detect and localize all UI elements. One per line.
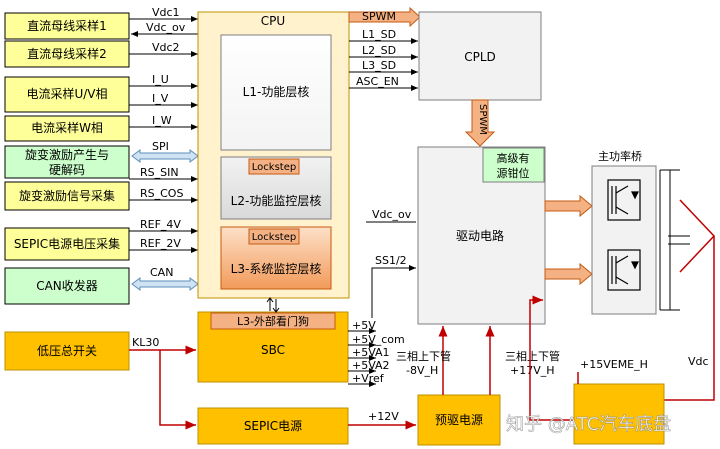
v12-line: +12V [348, 410, 416, 430]
resolver-excitation-line1: 旋变激励产生与 [25, 147, 109, 162]
driver-title: 驱动电路 [456, 228, 504, 243]
dc-bus-sample-2-label: 直流母线采样2 [27, 46, 107, 61]
neg-rail-line1: 三相上下管 [396, 349, 451, 363]
sbc-block: L3-外部看门狗 SBC [197, 311, 349, 383]
cpu-cpld-signals: SPWM L1_SD L2_SD L3_SD ASC_EN [348, 6, 421, 91]
pos-rail-line2: +17V_H [510, 364, 555, 377]
resolver-excitation-line2: 硬解码 [49, 163, 85, 177]
left-block-can: CAN收发器 [4, 267, 130, 305]
left-block-dc-bus-2: 直流母线采样2 [4, 40, 130, 68]
sepic-label: SEPIC电源 [244, 419, 302, 433]
pos-rail-line1: 三相上下管 [505, 349, 560, 363]
ref-2v-signal: REF_2V [140, 237, 181, 250]
left-block-resolver-excitation: 旋变激励产生与 硬解码 [4, 145, 130, 179]
kl30-lines: KL30 [129, 336, 196, 430]
watermark-text: 知乎 @ATC汽车底盘 [506, 414, 671, 435]
cpld-block: CPLD [418, 11, 542, 101]
ss-signal: SS1/2 [375, 254, 407, 267]
left-signal-labels: Vdc1 Vdc_ov Vdc2 I_U I_V I_W SPI RS_SIN … [140, 6, 186, 279]
cpu-block: CPU L1-功能层核 Lockstep L2-功能监控层核 Lockstep … [197, 11, 350, 299]
kl30-signal: KL30 [132, 336, 159, 349]
current-sample-uv-label: 电流采样U/V相 [26, 86, 107, 101]
v12-signal: +12V [368, 410, 399, 423]
lockstep-badge-2: Lockstep [252, 232, 296, 243]
external-watchdog-label: L3-外部看门狗 [237, 314, 309, 328]
driver-input-signals: Vdc_ov SS1/2 [366, 208, 416, 318]
ref-4v-signal: REF_4V [140, 218, 181, 231]
iu-signal: I_U [152, 73, 169, 86]
l2-sd-signal: L2_SD [362, 44, 396, 57]
dc-bus-sample-1-label: 直流母线采样1 [27, 18, 107, 33]
vdc-ov-signal: Vdc_ov [146, 21, 186, 34]
cpu-l2-core: L2-功能监控层核 [231, 194, 322, 208]
spwm-signal: SPWM [362, 10, 396, 23]
asc-en-signal: ASC_EN [356, 75, 399, 88]
cpu-l3-core: L3-系统监控层核 [231, 262, 322, 276]
can-transceiver-label: CAN收发器 [36, 278, 98, 293]
low-voltage-switch: 低压总开关 [4, 331, 130, 371]
vdc1-signal: Vdc1 [152, 6, 180, 19]
sbc-title: SBC [261, 343, 285, 357]
rail-lines: 三相上下管 -8V_H 三相上下管 +17V_H [396, 326, 560, 395]
left-block-sepic-voltage: SEPIC电源电压采集 [4, 227, 130, 261]
v15veme-signal: +15VEME_H [580, 358, 648, 371]
l3-sd-signal: L3_SD [362, 59, 396, 72]
watchdog-link [266, 297, 280, 313]
can-signal: CAN [150, 266, 173, 279]
pre-driver-block: 预驱电源 [417, 394, 501, 446]
watermark: 知乎 @ATC汽车底盘 [506, 414, 672, 436]
rs-cos-signal: RS_COS [140, 187, 183, 200]
driver-block: 高级有 源钳位 驱动电路 [417, 146, 546, 325]
out-5v: +5V [352, 319, 376, 332]
sbc-outputs [348, 328, 376, 387]
power-bridge: 主功率桥 [591, 149, 690, 315]
low-voltage-switch-label: 低压总开关 [37, 344, 97, 358]
left-block-dc-bus-1: 直流母线采样1 [4, 12, 130, 40]
vdc-feedback: Vdc [664, 199, 716, 401]
vdc2-signal: Vdc2 [152, 41, 180, 54]
out-vref: +Vref [352, 372, 385, 385]
out-5va1: +5VA1 [352, 346, 390, 359]
driver-vdc-ov-signal: Vdc_ov [372, 208, 412, 221]
left-block-current-uv: 电流采样U/V相 [4, 76, 130, 113]
neg-rail-line2: -8V_H [406, 364, 438, 377]
left-signal-lines [129, 16, 198, 253]
sepic-voltage-label: SEPIC电源电压采集 [14, 236, 120, 251]
cpld-label: CPLD [464, 50, 496, 64]
iw-signal: I_W [152, 114, 172, 127]
spwm-vertical-arrow: SPWM [464, 99, 496, 147]
active-clamp-line2: 源钳位 [497, 166, 530, 180]
gate-drive-arrows [544, 194, 593, 286]
lockstep-badge-1: Lockstep [252, 162, 296, 173]
spi-signal: SPI [152, 140, 169, 153]
l1-sd-signal: L1_SD [362, 28, 396, 41]
left-block-current-w: 电流采样W相 [4, 115, 130, 142]
active-clamp-line1: 高级有 [497, 151, 530, 165]
out-5v-com: +5V_com [352, 333, 405, 346]
left-block-resolver-signal: 旋变激励信号采集 [4, 181, 130, 211]
cpu-l1-core: L1-功能层核 [243, 85, 310, 99]
spwm-vertical-label: SPWM [477, 104, 488, 135]
out-5va2: +5VA2 [352, 359, 390, 372]
vdc-signal: Vdc [688, 355, 709, 368]
sbc-output-labels: +5V +5V_com +5VA1 +5VA2 +Vref [352, 319, 405, 385]
sepic-block: SEPIC电源 [197, 407, 349, 445]
power-bridge-label: 主功率桥 [598, 149, 642, 163]
pre-driver-label: 预驱电源 [435, 413, 483, 427]
resolver-signal-label: 旋变激励信号采集 [19, 188, 115, 203]
emergency-power-block [573, 383, 665, 445]
cpu-title: CPU [261, 14, 285, 28]
rs-sin-signal: RS_SIN [140, 166, 179, 179]
v15-line: +15VEME_H [529, 295, 648, 421]
current-sample-w-label: 电流采样W相 [31, 120, 103, 135]
iv-signal: I_V [152, 92, 169, 105]
can-bus-arrow [131, 277, 199, 291]
